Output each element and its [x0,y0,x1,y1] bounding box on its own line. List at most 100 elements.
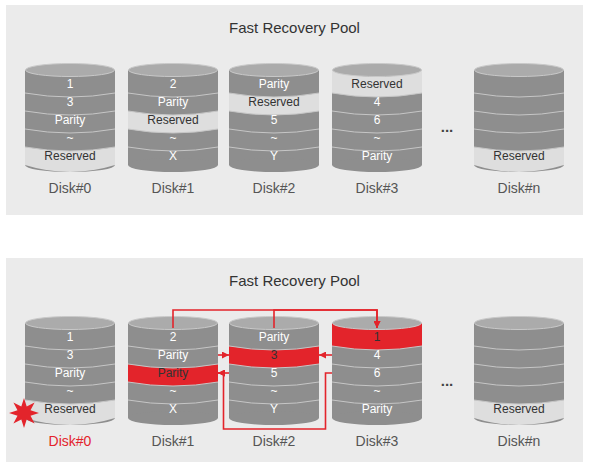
band-text: X [169,149,177,163]
band-text: Y [270,149,278,163]
disk-band: X [128,147,218,165]
band-fill [25,400,115,425]
cylinder-top [129,64,218,77]
disk-label-group: Disk#0 [10,432,130,450]
disk-label-group: Disk#2 [214,432,334,450]
band-text-group: ~ [332,129,422,147]
cylinder-top [475,317,564,330]
pool-title: Fast Recovery Pool [229,272,360,289]
disk-band: Parity [128,93,218,111]
disk-band: Reserved [25,147,115,165]
disk-band: Reserved [474,147,564,165]
band-text-group: 3 [229,346,319,364]
band-text: 6 [374,366,381,380]
band-text: 5 [271,366,278,380]
disk-label-group: Disk#0 [10,179,130,197]
recovery-arrow [218,373,332,429]
disk-label: Disk#n [498,433,541,449]
band-text: ~ [373,384,380,398]
band-text: Parity [362,402,393,416]
band-text-group: Parity [332,147,422,165]
band-text-group: 1 [25,75,115,93]
band-text: Parity [55,366,86,380]
failure-star [9,398,39,428]
band-separator [474,382,564,386]
band-text: Parity [259,330,290,344]
recovery-arrow [319,354,332,356]
band-text: 1 [67,77,74,91]
band-text: Parity [158,348,189,362]
band-text-group: Reserved [128,111,218,129]
band-text-group: ~ [229,382,319,400]
cylinder-body [229,323,319,418]
band-text: 3 [67,348,74,362]
band-text-group: Y [229,147,319,165]
disk-label: Disk#3 [356,433,399,449]
disk-band: 2 [128,328,218,346]
disk-node: Disk#12ParityReserved~X [128,63,218,199]
disk-node: Disk#013Parity~Reserved [25,316,115,452]
disk-node: Disk#12ParityParity~X [128,316,218,452]
cylinder-top [475,64,564,77]
band-text: Reserved [147,113,198,127]
disk-band: Reserved [332,75,422,93]
disk-band: Parity [25,111,115,129]
band-fill [474,400,564,425]
disk-band: 3 [25,346,115,364]
band-text-group: Reserved [474,147,564,165]
disk-band: Y [229,400,319,418]
disk-band: ~ [229,129,319,147]
disk-band: Parity [229,75,319,93]
band-text-group: Parity [128,93,218,111]
disk-label-group: Disk#n [459,179,579,197]
band-text: 1 [67,330,74,344]
band-text: Parity [158,366,189,380]
disk-band: Reserved [474,400,564,418]
band-text-group: Reserved [332,75,422,93]
band-text-group: Parity [332,400,422,418]
disk-label-group: Disk#1 [113,432,233,450]
ellipsis-label: ... [441,372,454,389]
band-text-group: Y [229,400,319,418]
disk-band: 3 [229,346,319,364]
disk-node: Disk#013Parity~Reserved [25,63,115,199]
band-text-group: X [128,147,218,165]
band-text-group: ~ [128,382,218,400]
pool-title-group: Fast Recovery Pool [6,17,583,37]
band-text: ~ [169,131,176,145]
band-text-group: 1 [25,328,115,346]
band-text-group: Reserved [25,400,115,418]
band-text-group: 5 [229,364,319,382]
disk-band: ~ [229,382,319,400]
pool-panel: Fast Recovery PoolDisk#013Parity~Reserve… [6,258,583,462]
pool-title-group: Fast Recovery Pool [6,270,583,290]
disk-band: 1 [332,328,422,346]
disk-label: Disk#0 [49,180,92,196]
band-text-group: 4 [332,93,422,111]
band-text: ~ [66,131,73,145]
band-text: Reserved [351,77,402,91]
band-text: Reserved [44,149,95,163]
band-text-group: ~ [332,382,422,400]
disk-band: 6 [332,111,422,129]
band-text: Parity [259,77,290,91]
disk-band: 6 [332,364,422,382]
band-separator [474,129,564,133]
disk-band: Parity [332,147,422,165]
disk-label: Disk#1 [152,433,195,449]
band-text: 3 [271,348,278,362]
disk-band: 1 [25,328,115,346]
disk-band: 5 [229,364,319,382]
disk-band: Reserved [229,93,319,111]
band-text: Y [270,402,278,416]
disk-label-group: Disk#2 [214,179,334,197]
disk-band: ~ [25,382,115,400]
disk-band: Parity [128,364,218,382]
band-text: Parity [55,113,86,127]
band-text: ~ [169,384,176,398]
band-text-group: Parity [128,364,218,382]
band-text-group: Parity [128,346,218,364]
cylinder-body [332,323,422,418]
disk-label: Disk#1 [152,180,195,196]
band-text-group: 5 [229,111,319,129]
